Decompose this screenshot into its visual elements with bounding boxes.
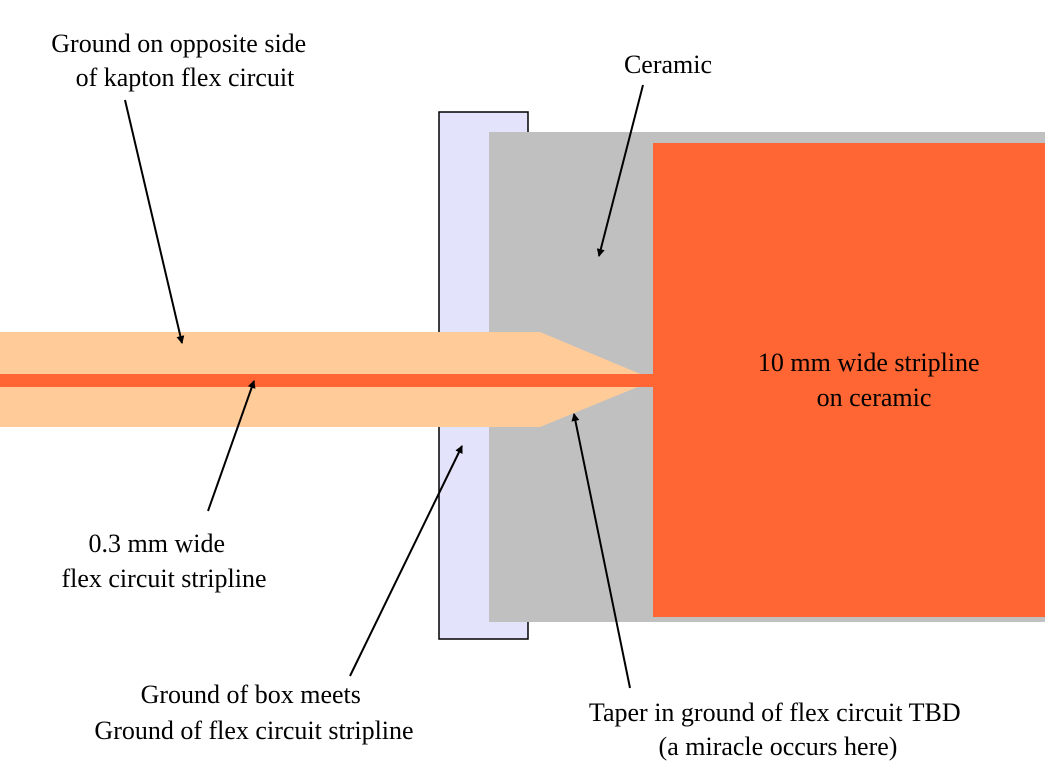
arrow-ground-opposite (124, 99, 185, 344)
label-ceramic-stripline: 10 mm wide stripline on ceramic (758, 348, 986, 412)
arrow-ceramic (596, 84, 644, 257)
label-ground-opposite-side: Ground on opposite side of kapton flex c… (51, 29, 312, 92)
flex-circuit-stripline (0, 374, 656, 387)
arrow-box-ground (349, 445, 463, 677)
label-ceramic: Ceramic (624, 50, 712, 79)
arrow-flex-stripline (207, 380, 256, 512)
label-ceramic-stripline-line-2: on ceramic (817, 383, 932, 412)
arrow-taper (571, 413, 631, 689)
label-taper-line-2: (a miracle occurs here) (659, 732, 898, 761)
label-box-ground-line-1: Ground of box meets (141, 680, 361, 709)
ceramic-stripline (653, 143, 1045, 617)
label-taper: Taper in ground of flex circuit TBD (a m… (589, 698, 967, 761)
label-box-ground-line-2: Ground of flex circuit stripline (94, 716, 413, 745)
label-flex-stripline-line-2: flex circuit stripline (61, 564, 266, 593)
label-flex-stripline-line-1: 0.3 mm wide (89, 529, 226, 558)
label-ceramic-stripline-line-1: 10 mm wide stripline (758, 348, 980, 377)
label-box-ground: Ground of box meets Ground of flex circu… (94, 680, 413, 745)
label-ground-opposite-line-1: Ground on opposite side (51, 29, 306, 58)
label-ceramic-line-1: Ceramic (624, 50, 712, 79)
label-flex-stripline: 0.3 mm wide flex circuit stripline (61, 529, 266, 593)
label-taper-line-1: Taper in ground of flex circuit TBD (589, 698, 961, 727)
label-ground-opposite-line-2: of kapton flex circuit (76, 63, 296, 92)
